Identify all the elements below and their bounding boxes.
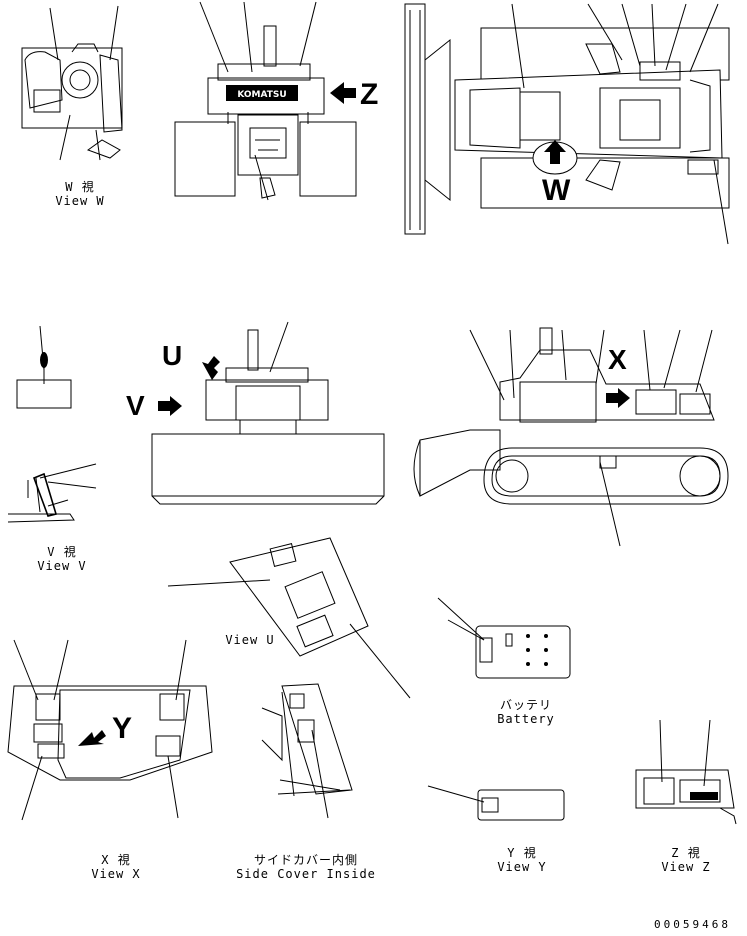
callout-x: X: [608, 344, 627, 375]
view-w-drawing: [21, 5, 123, 161]
battery-drawing: [437, 597, 571, 679]
arrow-v-icon: [158, 396, 182, 416]
front-view-blade-drawing: [151, 321, 385, 505]
view-v-drawing: [7, 463, 97, 523]
battery-caption-en: Battery: [497, 712, 555, 726]
view-z-drawing: [635, 719, 737, 825]
callout-w: W: [542, 174, 571, 207]
view-y-caption-jp: Y 視: [507, 846, 537, 860]
view-v-caption: V 視 View V: [22, 545, 102, 573]
view-z-caption-en: View Z: [661, 860, 711, 874]
view-z-caption-jp: Z 視: [671, 846, 701, 860]
part-number: 00059468: [654, 918, 731, 931]
top-view-drawing: [404, 3, 730, 245]
view-x-drawing: [7, 639, 213, 821]
view-y-drawing: [427, 785, 565, 821]
front-view-z-drawing: KOMATSU: [174, 1, 357, 201]
side-cover-caption-en: Side Cover Inside: [236, 867, 376, 881]
view-w-caption-en: View W: [55, 194, 105, 208]
battery-caption: バッテリ Battery: [476, 698, 576, 726]
callout-v: V: [126, 390, 145, 421]
view-w-caption-jp: W 視: [65, 180, 95, 194]
callout-z: Z: [360, 78, 379, 111]
view-w-caption: W 視 View W: [40, 180, 120, 208]
view-v-caption-jp: V 視: [47, 545, 77, 559]
view-x-caption-en: View X: [91, 867, 141, 881]
view-y-caption: Y 視 View Y: [482, 846, 562, 874]
view-y-caption-en: View Y: [497, 860, 547, 874]
battery-caption-jp: バッテリ: [499, 698, 552, 712]
view-x-caption: X 視 View X: [76, 853, 156, 881]
side-cover-drawing: [261, 683, 353, 819]
arrow-z-icon: [330, 82, 356, 104]
arrow-x-icon: [606, 388, 630, 408]
arrow-u-icon: [202, 356, 220, 380]
arrow-y-icon: [78, 730, 106, 746]
side-cover-caption-jp: サイドカバー内側: [253, 853, 358, 867]
brand-decal: KOMATSU: [237, 90, 286, 100]
callout-u: U: [162, 340, 183, 371]
view-v-caption-en: View V: [37, 559, 87, 573]
view-u-caption-en: View U: [225, 633, 275, 647]
callout-y: Y: [112, 712, 133, 745]
view-u-caption: View U: [210, 633, 290, 647]
side-cover-caption: サイドカバー内側 Side Cover Inside: [226, 853, 386, 881]
view-x-caption-jp: X 視: [101, 853, 131, 867]
lever-decal-drawing: [16, 325, 72, 409]
arrow-w-icon: [544, 140, 566, 164]
view-u-drawing: [167, 537, 411, 699]
view-z-caption: Z 視 View Z: [646, 846, 726, 874]
side-view-drawing: [413, 327, 729, 547]
